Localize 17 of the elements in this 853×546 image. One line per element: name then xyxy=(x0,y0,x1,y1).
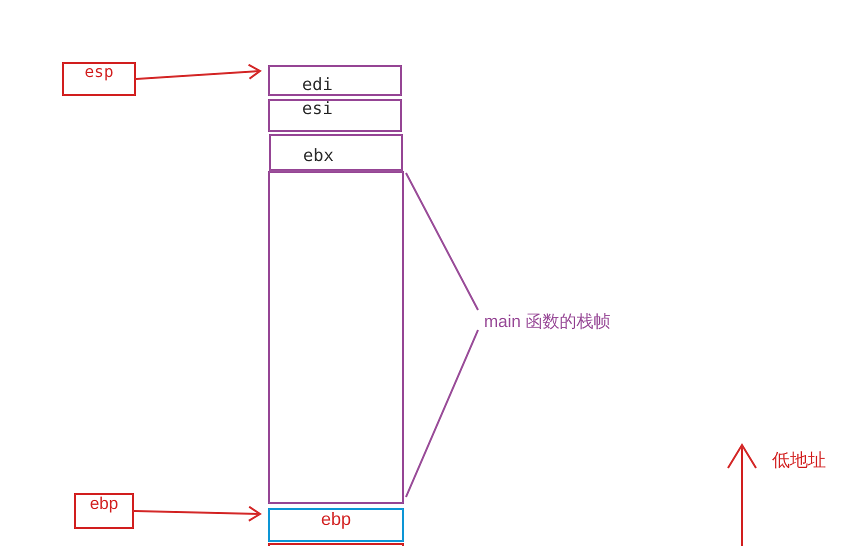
arrow xyxy=(136,64,261,80)
address-label: 低地址 xyxy=(772,449,826,472)
stack-slot xyxy=(268,65,402,96)
register-label-box xyxy=(74,493,134,529)
arrow xyxy=(134,506,261,522)
frame-label: main 函数的栈帧 xyxy=(484,311,611,333)
register-name: esp xyxy=(84,64,114,83)
stack-slot xyxy=(268,99,402,132)
register-name: esi xyxy=(302,101,333,118)
stack-slot xyxy=(269,134,403,171)
stack-frame-block xyxy=(268,171,404,504)
register-label-box xyxy=(62,62,136,96)
register-name: edi xyxy=(302,77,333,94)
register-name: ebx xyxy=(303,148,334,165)
stack-slot xyxy=(268,508,404,542)
register-name: ebp xyxy=(320,510,352,531)
register-name: ebp xyxy=(90,495,118,515)
